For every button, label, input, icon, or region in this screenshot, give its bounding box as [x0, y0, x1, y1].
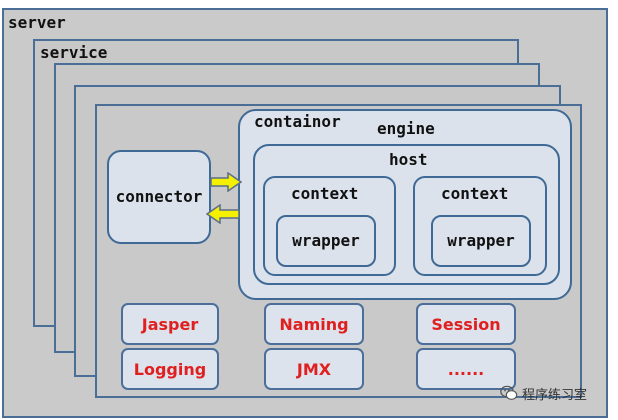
component-session: Session — [416, 303, 516, 345]
component-jmx: JMX — [264, 348, 364, 390]
arrow-right-icon — [210, 172, 242, 192]
context-label-1: context — [291, 184, 359, 203]
component-session-label: Session — [431, 314, 501, 334]
wechat-icon — [500, 385, 518, 400]
component-naming: Naming — [264, 303, 364, 345]
watermark-text: 程序练习室 — [522, 387, 588, 403]
arrow-left-icon — [206, 204, 240, 224]
component-naming-label: Naming — [279, 314, 349, 334]
wrapper-box-2: wrapper — [431, 215, 531, 267]
component-more-label: ...... — [447, 359, 485, 379]
connector-label: connector — [115, 187, 203, 206]
engine-label: engine — [377, 119, 435, 138]
wrapper-label-2: wrapper — [447, 231, 515, 250]
component-more: ...... — [416, 348, 516, 390]
wrapper-box-1: wrapper — [276, 215, 376, 267]
connector-box: connector — [107, 150, 211, 244]
context-label-2: context — [441, 184, 509, 203]
containor-label: containor — [254, 112, 341, 131]
component-jmx-label: JMX — [296, 359, 332, 379]
component-jasper-label: Jasper — [141, 314, 199, 334]
wrapper-label-1: wrapper — [292, 231, 360, 250]
component-logging-label: Logging — [133, 359, 207, 379]
service-label: service — [40, 43, 108, 62]
component-logging: Logging — [121, 348, 219, 390]
component-jasper: Jasper — [121, 303, 219, 345]
host-label: host — [389, 150, 428, 169]
server-label: server — [8, 13, 66, 32]
watermark: 程序练习室 — [500, 383, 587, 403]
